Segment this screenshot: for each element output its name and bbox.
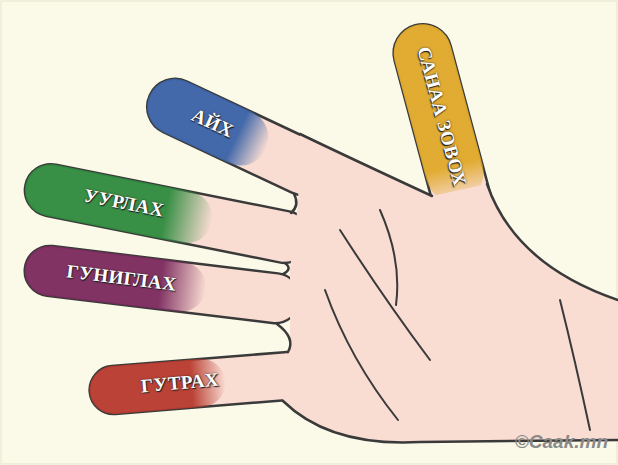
watermark: ©Caak.mn <box>515 431 608 453</box>
palm-line <box>325 290 398 420</box>
little-finger <box>88 350 312 416</box>
ring-finger <box>22 243 303 326</box>
finger-crotch <box>283 263 289 274</box>
palm-line <box>340 230 430 360</box>
palm-outline <box>487 184 618 300</box>
wrist-line <box>560 300 590 430</box>
finger-crotch <box>277 324 290 352</box>
palm-outline <box>300 134 432 196</box>
palm-line <box>380 210 397 305</box>
finger-crotch <box>291 194 296 213</box>
